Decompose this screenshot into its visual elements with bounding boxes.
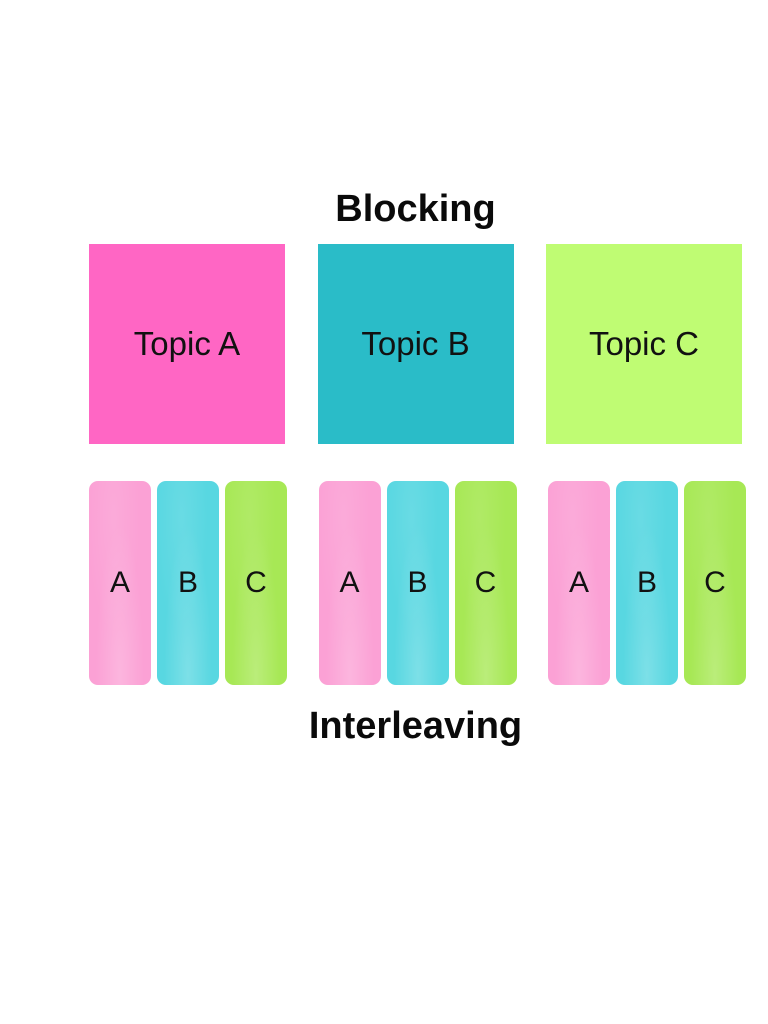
group2-bar-b: B xyxy=(386,481,449,685)
group1-bar-b: B xyxy=(157,481,219,685)
group3-bar-b-label: B xyxy=(636,566,657,599)
group2-bar-c: C xyxy=(454,481,517,685)
group1-bar-c-label: C xyxy=(245,566,267,599)
bar-group-3: A B C xyxy=(548,481,746,685)
interleaving-title: Interleaving xyxy=(308,705,523,747)
topic-a-square: Topic A xyxy=(89,244,285,444)
group3-bar-a: A xyxy=(548,481,610,685)
group1-bar-a: A xyxy=(89,481,151,685)
group1-bar-a-label: A xyxy=(109,566,130,599)
topic-c-square: Topic C xyxy=(546,244,742,444)
bar-group-1: A B C xyxy=(89,481,287,685)
group3-bar-c-label: C xyxy=(704,566,726,599)
group3-bar-b: B xyxy=(616,481,678,685)
topic-c-label: Topic C xyxy=(588,325,700,362)
group2-bar-a: A xyxy=(318,481,381,685)
topic-b-square: Topic B xyxy=(317,244,514,444)
blocking-squares-row: Topic A Topic B Topic C xyxy=(89,244,742,444)
blocking-title: Blocking xyxy=(335,188,496,230)
group3-bar-c: C xyxy=(684,481,746,685)
group1-bar-b-label: B xyxy=(177,566,198,599)
topic-a-label: Topic A xyxy=(133,325,241,362)
group3-bar-a-label: A xyxy=(568,566,589,599)
group2-bar-c-label: C xyxy=(474,566,497,599)
group2-bar-b-label: B xyxy=(407,566,428,599)
group1-bar-c: C xyxy=(225,481,287,685)
group2-bar-a-label: A xyxy=(339,566,360,599)
bar-group-2: A B C xyxy=(318,481,517,685)
interleaving-bars-row: A B C A B C A B xyxy=(89,481,746,685)
topic-b-label: Topic B xyxy=(361,325,470,362)
